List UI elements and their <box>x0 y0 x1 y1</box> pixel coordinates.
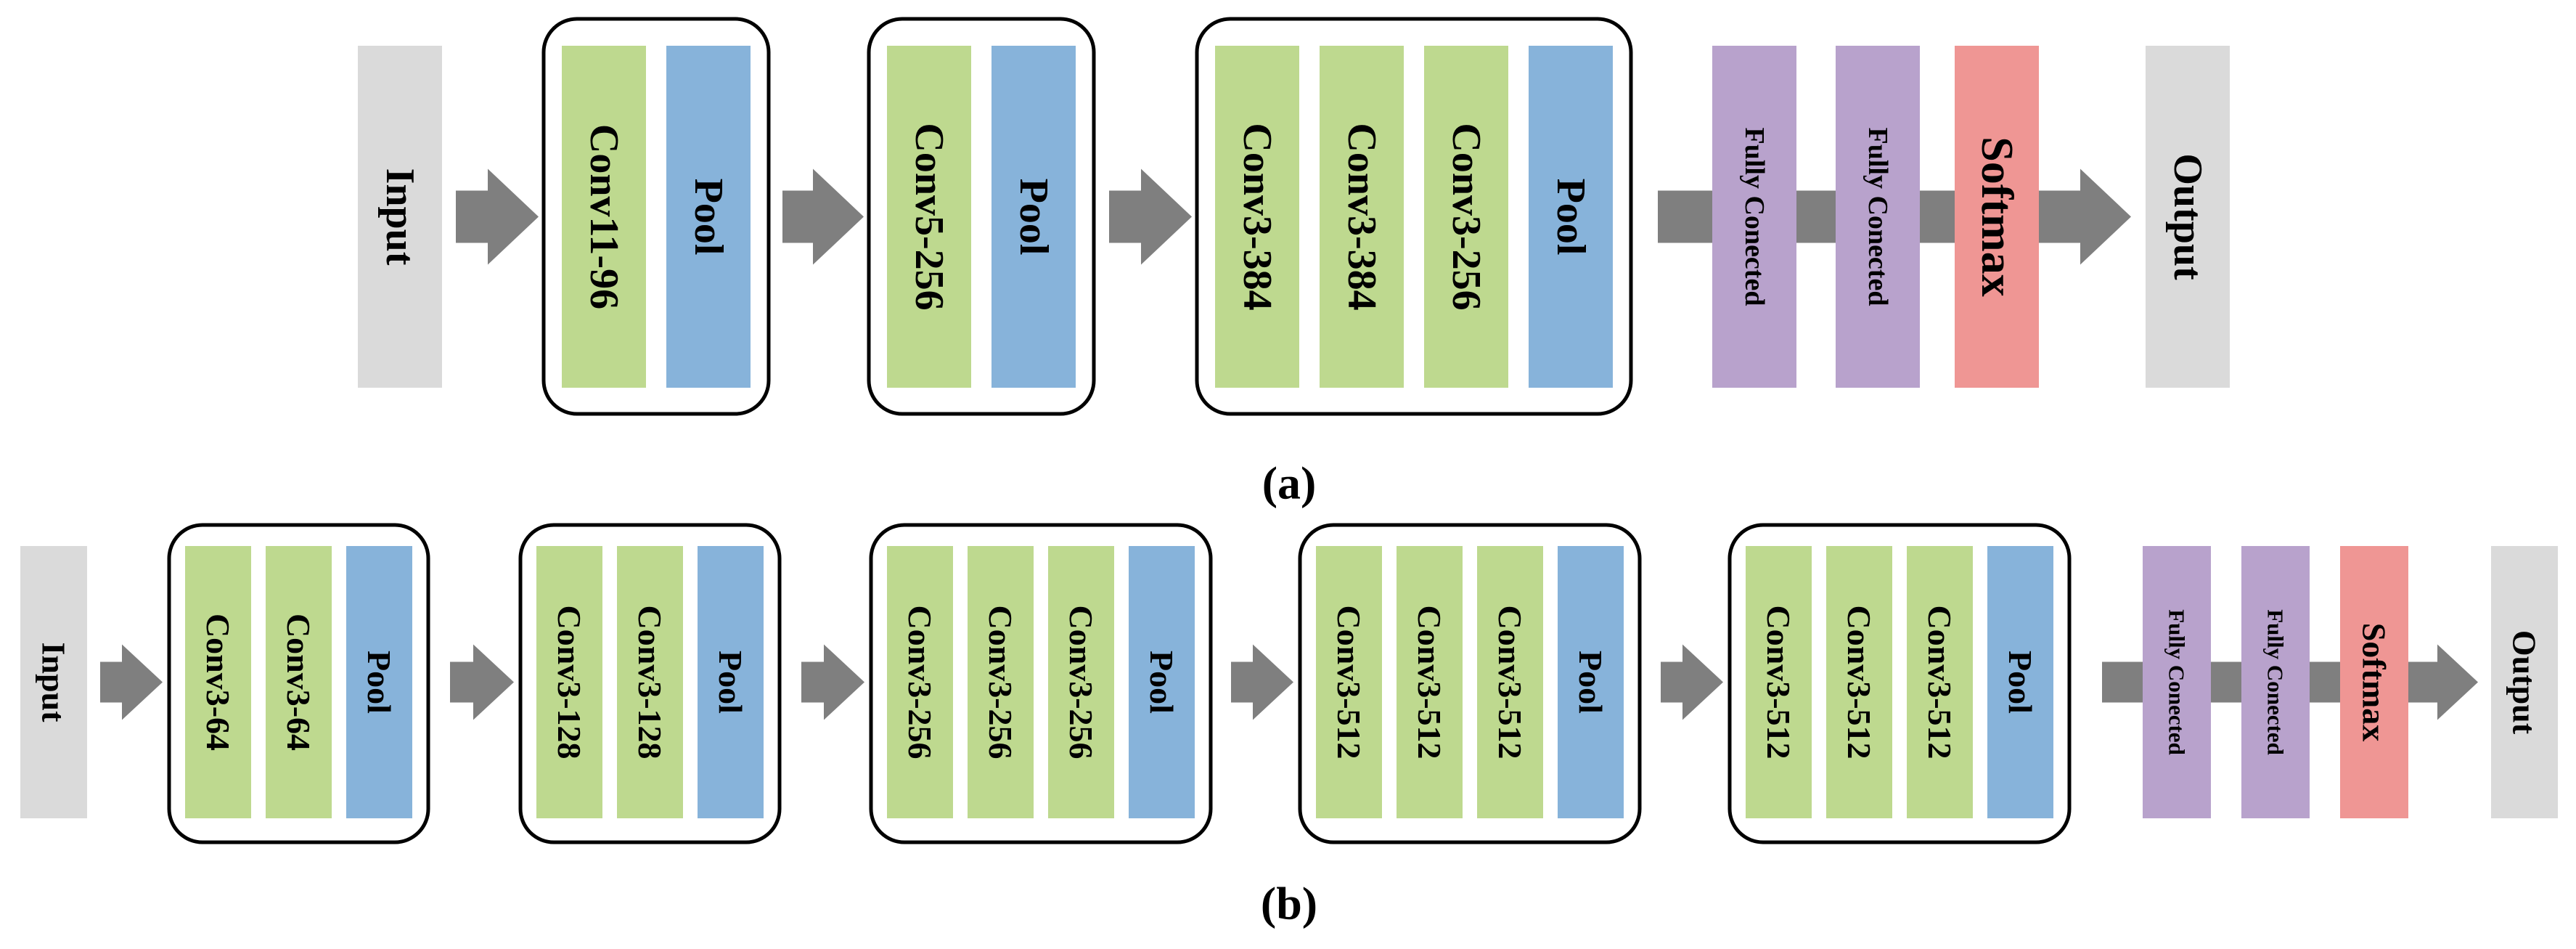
conv-layer-4-1-block <box>1316 546 1382 818</box>
input-label: Input <box>36 643 73 723</box>
conv-layer-1-2-label: Conv3-64 <box>280 614 317 751</box>
conv-layer-5-3-block <box>1907 546 1973 818</box>
pool-layer-5-4-label: Pool <box>2002 651 2039 714</box>
flow-arrow-1 <box>456 168 539 265</box>
caption-a: (a) <box>1262 457 1317 509</box>
conv-layer-2-2-block <box>617 546 683 818</box>
conv-layer-4-3-label: Conv3-512 <box>1492 605 1529 759</box>
input-block <box>20 546 87 818</box>
softmax-layer-label: Softmax <box>2356 623 2393 742</box>
fully-connected-layer-2-label: Fully Conected <box>2263 609 2289 755</box>
conv-layer-3-3-block <box>1424 46 1508 388</box>
flow-arrow-2 <box>782 168 864 265</box>
conv-layer-3-3-block <box>1048 546 1114 818</box>
conv-layer-4-2-block <box>1397 546 1463 818</box>
pool-layer-1-2-label: Pool <box>686 179 731 256</box>
conv-layer-3-1-block <box>1215 46 1299 388</box>
conv-layer-2-1-label: Conv5-256 <box>907 123 952 310</box>
pool-layer-2-3-block <box>698 546 764 818</box>
fully-connected-layer-2-block <box>1836 46 1920 388</box>
pool-layer-3-4-block <box>1129 546 1195 818</box>
layer-group-4 <box>1298 523 1642 844</box>
fully-connected-layer-1-label: Fully Conected <box>2164 609 2190 755</box>
output-block <box>2491 546 2558 818</box>
conv-layer-1-1-block <box>562 46 646 388</box>
conv-layer-3-2-label: Conv3-256 <box>982 605 1019 759</box>
conv-layer-5-1-label: Conv3-512 <box>1760 605 1797 759</box>
pool-layer-3-4-label: Pool <box>1143 651 1180 714</box>
flow-arrow-3 <box>1109 168 1192 265</box>
layer-group-3 <box>869 523 1213 844</box>
conv-layer-3-1-label: Conv3-256 <box>901 605 939 759</box>
flow-arrow-2 <box>450 644 514 720</box>
output-label: Output <box>2165 153 2210 280</box>
pool-layer-2-2-label: Pool <box>1011 179 1056 256</box>
conv-layer-1-2-block <box>266 546 332 818</box>
conv-layer-5-1-block <box>1746 546 1812 818</box>
conv-layer-2-2-label: Conv3-128 <box>631 605 668 759</box>
fully-connected-layer-1-label: Fully Conected <box>1739 128 1770 306</box>
conv-layer-3-3-label: Conv3-256 <box>1444 123 1489 310</box>
output-block <box>2146 46 2230 388</box>
fully-connected-layer-2-block <box>2241 546 2310 818</box>
diagram-b-vgg16: Input Conv3-64 Conv3-64 Pool Conv3-128 Conv3-… <box>20 523 2558 929</box>
conv-layer-4-2-label: Conv3-512 <box>1411 605 1448 759</box>
conv-layer-5-2-block <box>1826 546 1892 818</box>
conv-layer-5-3-label: Conv3-512 <box>1921 605 1958 759</box>
conv-layer-2-1-block <box>887 46 971 388</box>
conv-layer-3-1-label: Conv3-384 <box>1235 123 1280 310</box>
flow-arrow-1 <box>100 644 163 720</box>
conv-layer-3-2-label: Conv3-384 <box>1339 123 1384 310</box>
pool-layer-3-4-label: Pool <box>1548 179 1593 256</box>
conv-layer-3-3-label: Conv3-256 <box>1063 605 1100 759</box>
diagram-a-alexnet: Input Conv11-96 Pool Conv5-256 Pool Conv3-384… <box>358 17 2230 509</box>
pool-layer-2-2-block <box>991 46 1076 388</box>
pool-layer-5-4-block <box>1987 546 2053 818</box>
layer-group-5 <box>1727 523 2072 844</box>
conv-layer-3-1-block <box>887 546 953 818</box>
conv-layer-1-1-label: Conv3-64 <box>200 614 237 751</box>
pool-layer-1-3-label: Pool <box>361 651 398 714</box>
flow-arrow-3 <box>801 644 864 720</box>
conv-layer-1-1-block <box>185 546 251 818</box>
fully-connected-layer-1-block <box>1712 46 1796 388</box>
pool-layer-1-3-block <box>346 546 412 818</box>
input-block <box>358 46 442 388</box>
pool-layer-2-3-label: Pool <box>712 651 749 714</box>
pool-layer-1-2-block <box>666 46 751 388</box>
layer-group-3 <box>1195 17 1633 416</box>
output-label: Output <box>2506 630 2543 735</box>
softmax-layer-block <box>2340 546 2408 818</box>
pool-layer-4-4-label: Pool <box>1572 651 1609 714</box>
softmax-layer-label: Softmax <box>1972 137 2021 296</box>
softmax-layer-block <box>1955 46 2039 388</box>
conv-layer-4-1-label: Conv3-512 <box>1330 605 1367 759</box>
conv-layer-2-1-label: Conv3-128 <box>551 605 588 759</box>
flow-arrow-4 <box>1231 644 1293 720</box>
fully-connected-layer-1-block <box>2143 546 2211 818</box>
conv-layer-3-2-block <box>968 546 1034 818</box>
input-label: Input <box>377 168 422 266</box>
pool-layer-4-4-block <box>1558 546 1624 818</box>
fully-connected-layer-2-label: Fully Conected <box>1863 128 1893 306</box>
flow-arrow-5 <box>1661 644 1723 720</box>
caption-b: (b) <box>1261 878 1317 929</box>
conv-layer-1-1-label: Conv11-96 <box>581 124 626 309</box>
pool-layer-3-4-block <box>1529 46 1613 388</box>
conv-layer-2-1-block <box>536 546 602 818</box>
conv-layer-3-2-block <box>1320 46 1404 388</box>
conv-layer-4-3-block <box>1477 546 1543 818</box>
conv-layer-5-2-label: Conv3-512 <box>1841 605 1878 759</box>
